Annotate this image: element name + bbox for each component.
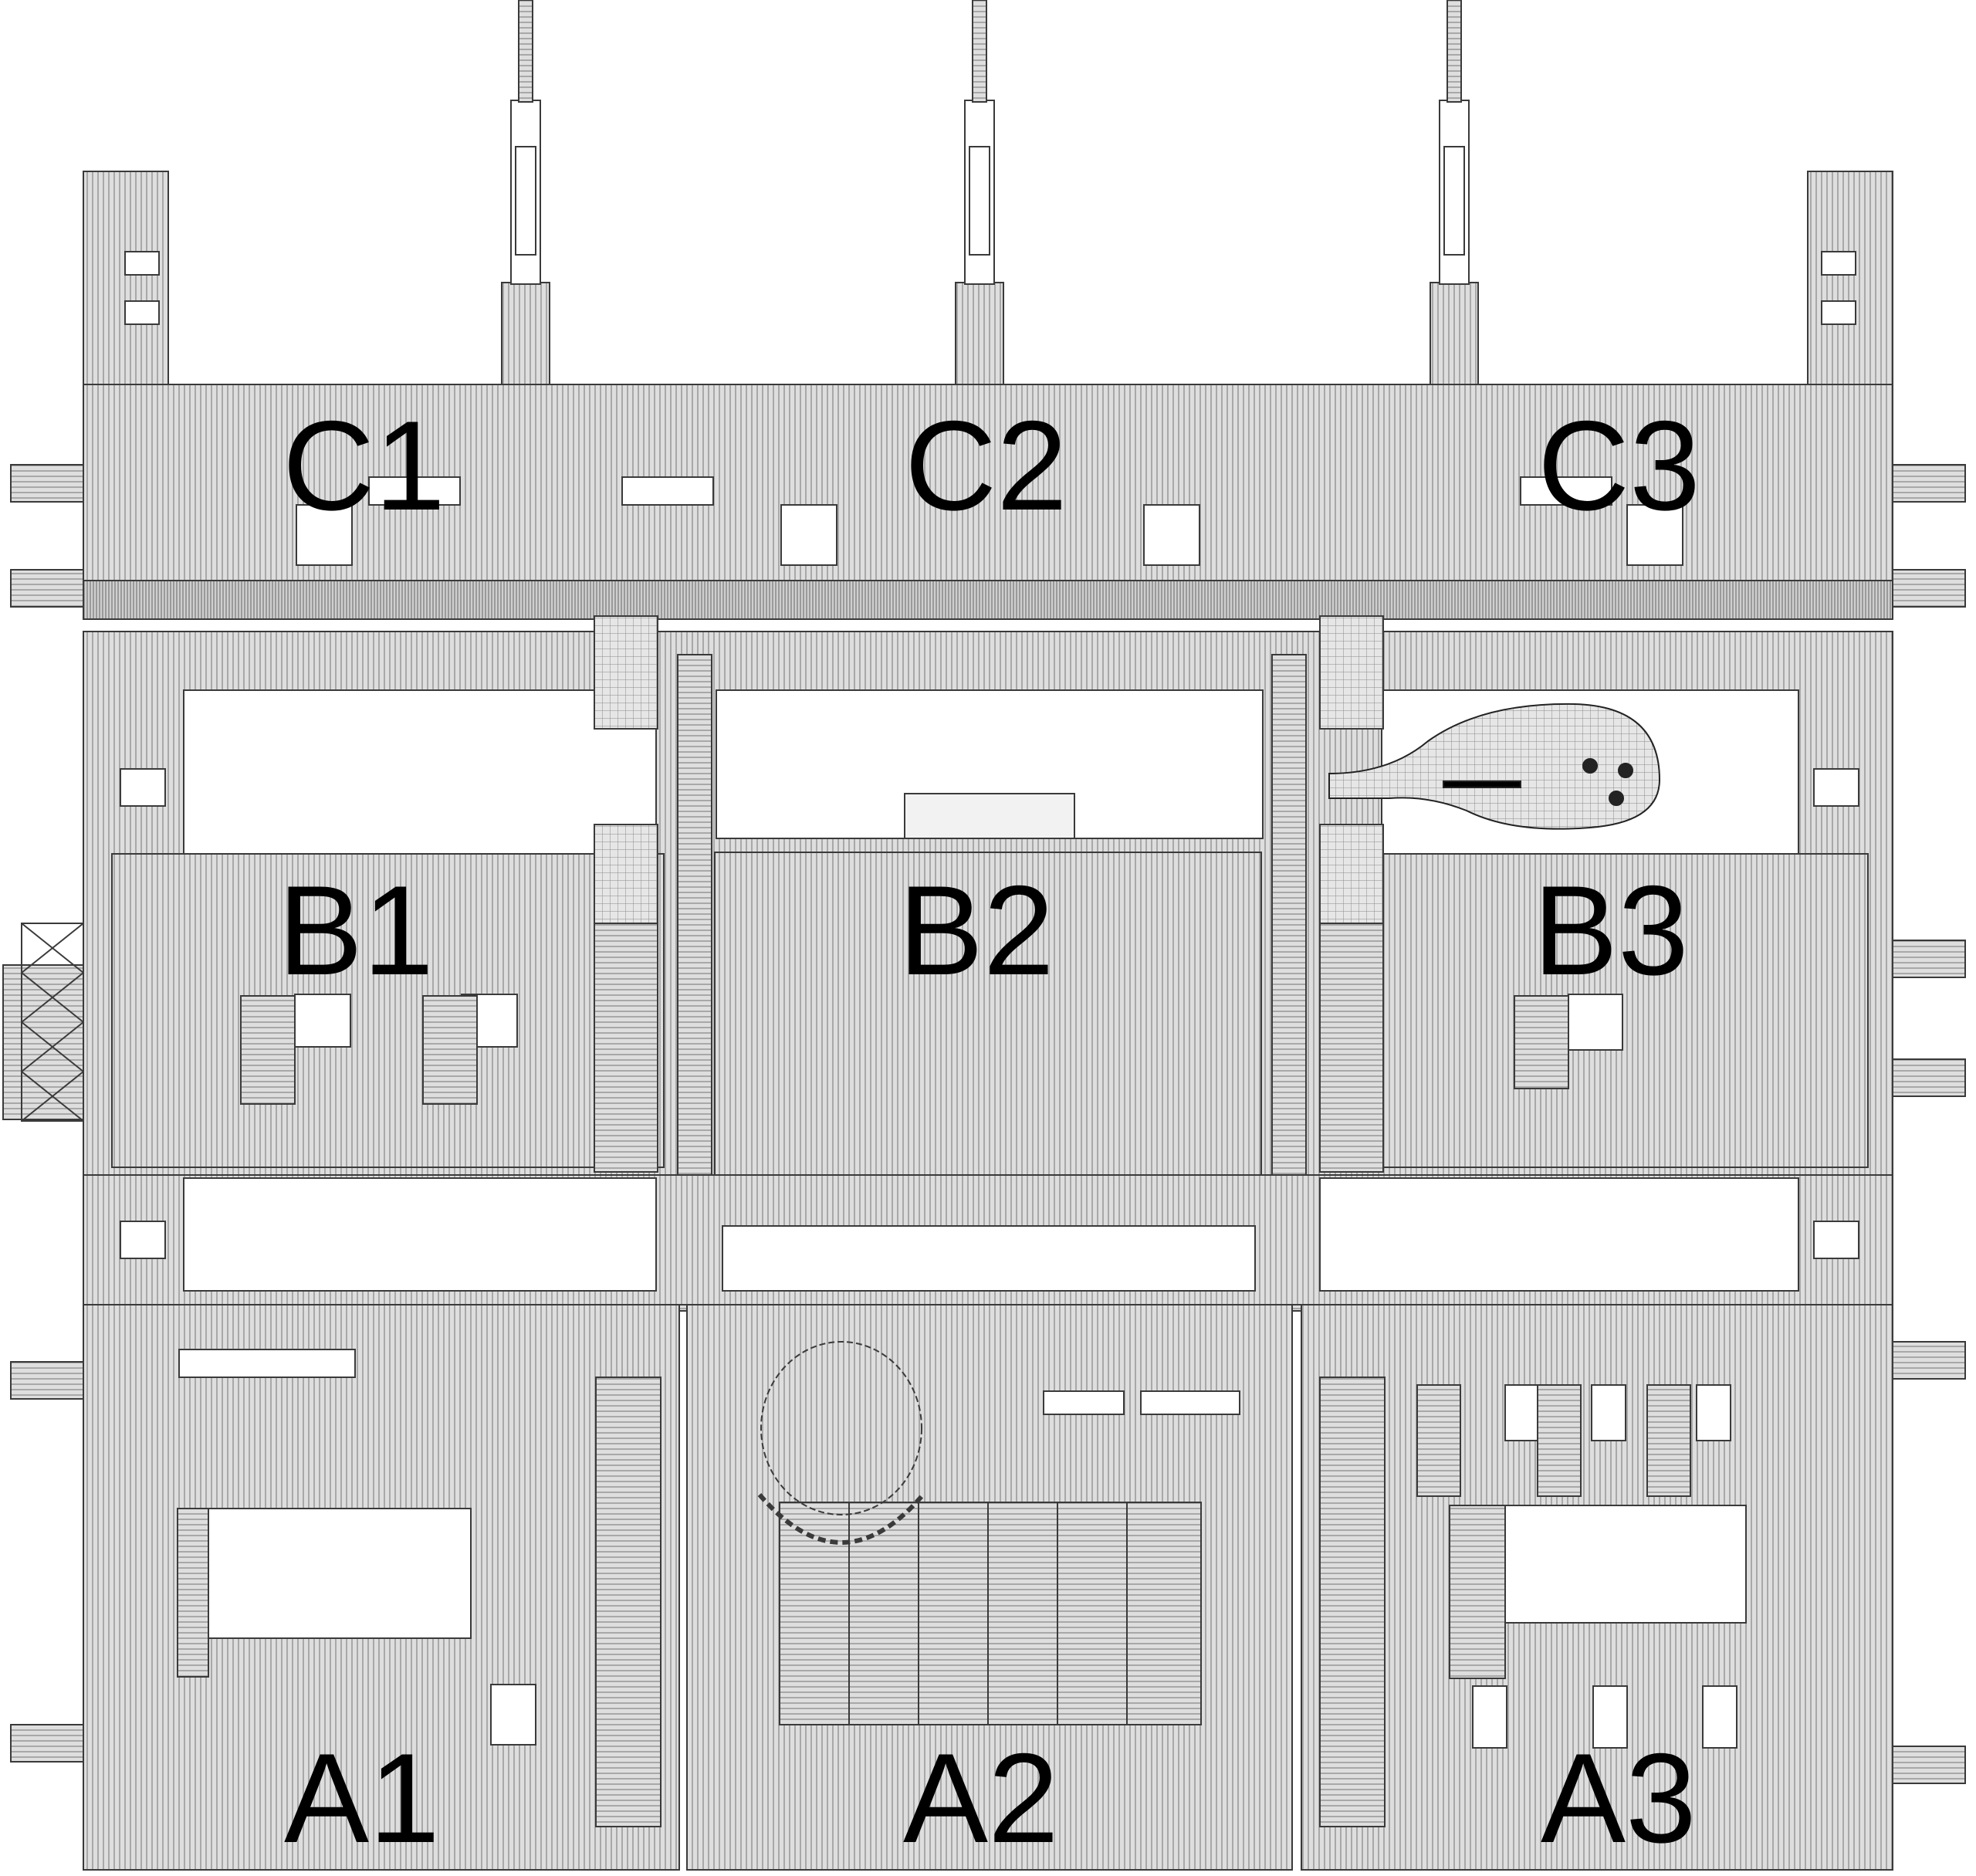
service-shafts (594, 923, 1386, 1827)
a2-seating-area (757, 1341, 1202, 1725)
zone-label-a3: A3 (1541, 1727, 1697, 1869)
c-mast-3 (1430, 282, 1479, 399)
zone-labels: C1 C2 C3 B1 B2 B3 A1 A2 A3 (278, 395, 1700, 1869)
b-stair-hatches (240, 995, 1569, 1105)
zone-label-c2: C2 (905, 395, 1068, 537)
b1-block (111, 853, 665, 1168)
b1-void (183, 689, 657, 855)
a-void-left (183, 1177, 657, 1292)
a-stair-hatches (177, 1384, 1691, 1679)
zone-label-b1: B1 (278, 859, 434, 1001)
a-void-right (1319, 1177, 1799, 1292)
a-void-center (722, 1225, 1256, 1292)
c-right-tower (1807, 171, 1893, 396)
zone-label-a1: A1 (284, 1727, 440, 1869)
b2-block (714, 852, 1262, 1221)
c-openings (296, 476, 1683, 566)
side-piers (10, 464, 1966, 1784)
c-mast-2 (955, 282, 1004, 399)
mast-antennas (510, 0, 1470, 285)
c-mast-1 (501, 282, 550, 399)
left-scaffold (2, 923, 84, 1122)
tower-windows (124, 251, 1856, 325)
zone-label-c1: C1 (283, 395, 445, 537)
c-left-tower (83, 171, 169, 396)
zone-label-b2: B2 (898, 859, 1054, 1001)
b-openings (120, 768, 1859, 1210)
zone-label-a2: A2 (903, 1727, 1059, 1869)
a-openings (120, 1221, 1859, 1749)
zone-label-b3: B3 (1533, 859, 1689, 1001)
airship-structure (1328, 703, 1661, 830)
zone-label-c3: C3 (1538, 395, 1700, 537)
c-lower-strip (83, 580, 1893, 620)
